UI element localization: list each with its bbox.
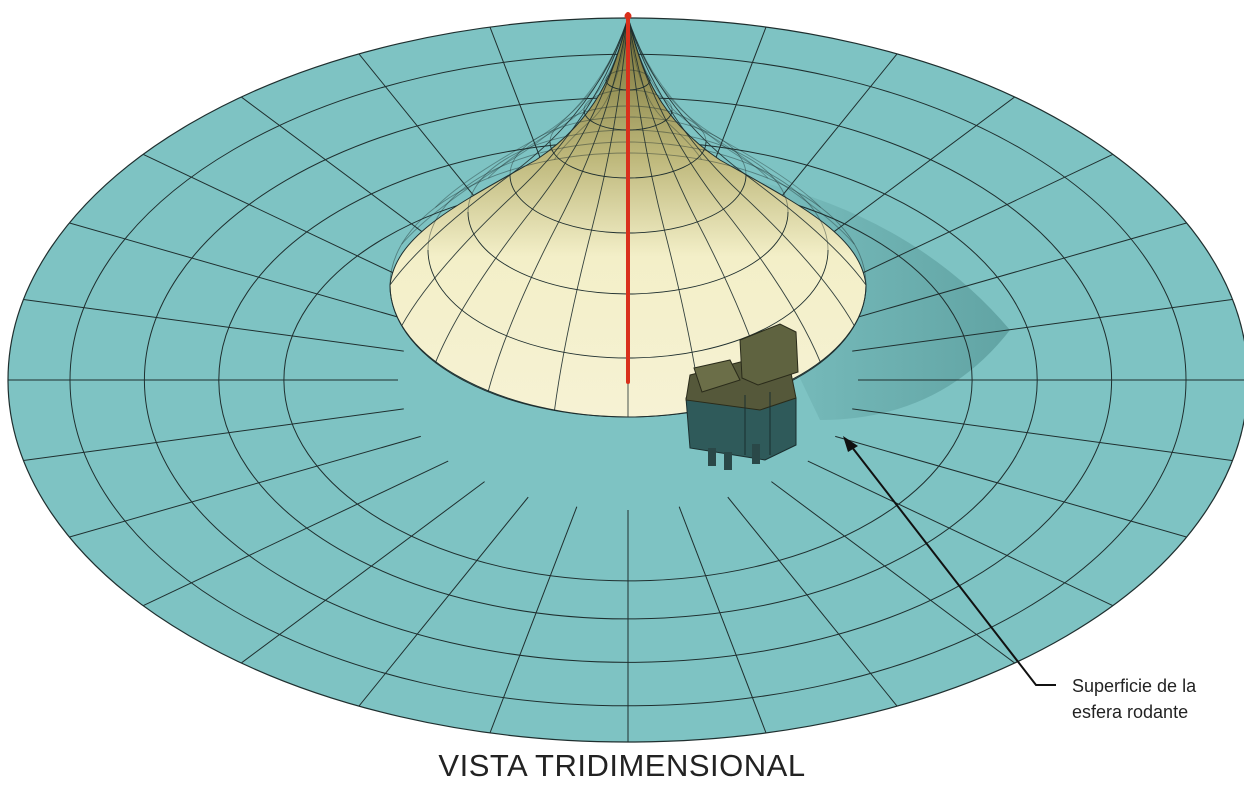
ground-radial — [11, 297, 404, 352]
cone-meridian — [627, 17, 821, 363]
ground-radial — [727, 496, 903, 713]
ground-radial — [58, 435, 421, 541]
ground-radial — [133, 460, 449, 611]
ground-radial — [233, 481, 485, 670]
diagram-title: VISTA TRIDIMENSIONAL — [438, 748, 806, 783]
cone-meridian — [401, 17, 629, 327]
cone-meridian — [627, 17, 702, 160]
ground-radial — [852, 297, 1244, 352]
ground-radial — [58, 219, 421, 325]
cone-meridian — [401, 17, 629, 245]
cone-meridian — [627, 17, 821, 208]
cone-meridian — [435, 17, 629, 363]
ground-radial — [835, 219, 1198, 325]
ground-radial — [11, 408, 404, 463]
ground-radial — [486, 506, 578, 741]
ground-radial — [807, 460, 1123, 611]
cone-meridian — [627, 17, 855, 327]
cone-meridian — [554, 17, 629, 411]
cone-meridian — [554, 17, 629, 160]
cone-meridian — [389, 17, 629, 286]
transformer — [685, 323, 799, 470]
ground-radial — [353, 496, 529, 713]
ground-radial — [852, 408, 1244, 463]
mast-tip — [624, 12, 632, 20]
ground-radial — [835, 435, 1198, 541]
ground-radial — [771, 481, 1023, 670]
ground-radial — [678, 506, 770, 741]
cone-meridian — [627, 17, 702, 411]
cone-meridian — [435, 17, 629, 208]
cone-meridian — [627, 17, 769, 179]
callout-label-line2: esfera rodante — [1072, 702, 1189, 722]
cone-meridian — [627, 17, 855, 245]
callout-leader — [843, 436, 1056, 686]
cone-meridian — [627, 17, 867, 286]
cone-meridian — [487, 17, 629, 392]
callout-label-line1: Superficie de la — [1072, 676, 1197, 696]
cone-meridian — [487, 17, 629, 179]
